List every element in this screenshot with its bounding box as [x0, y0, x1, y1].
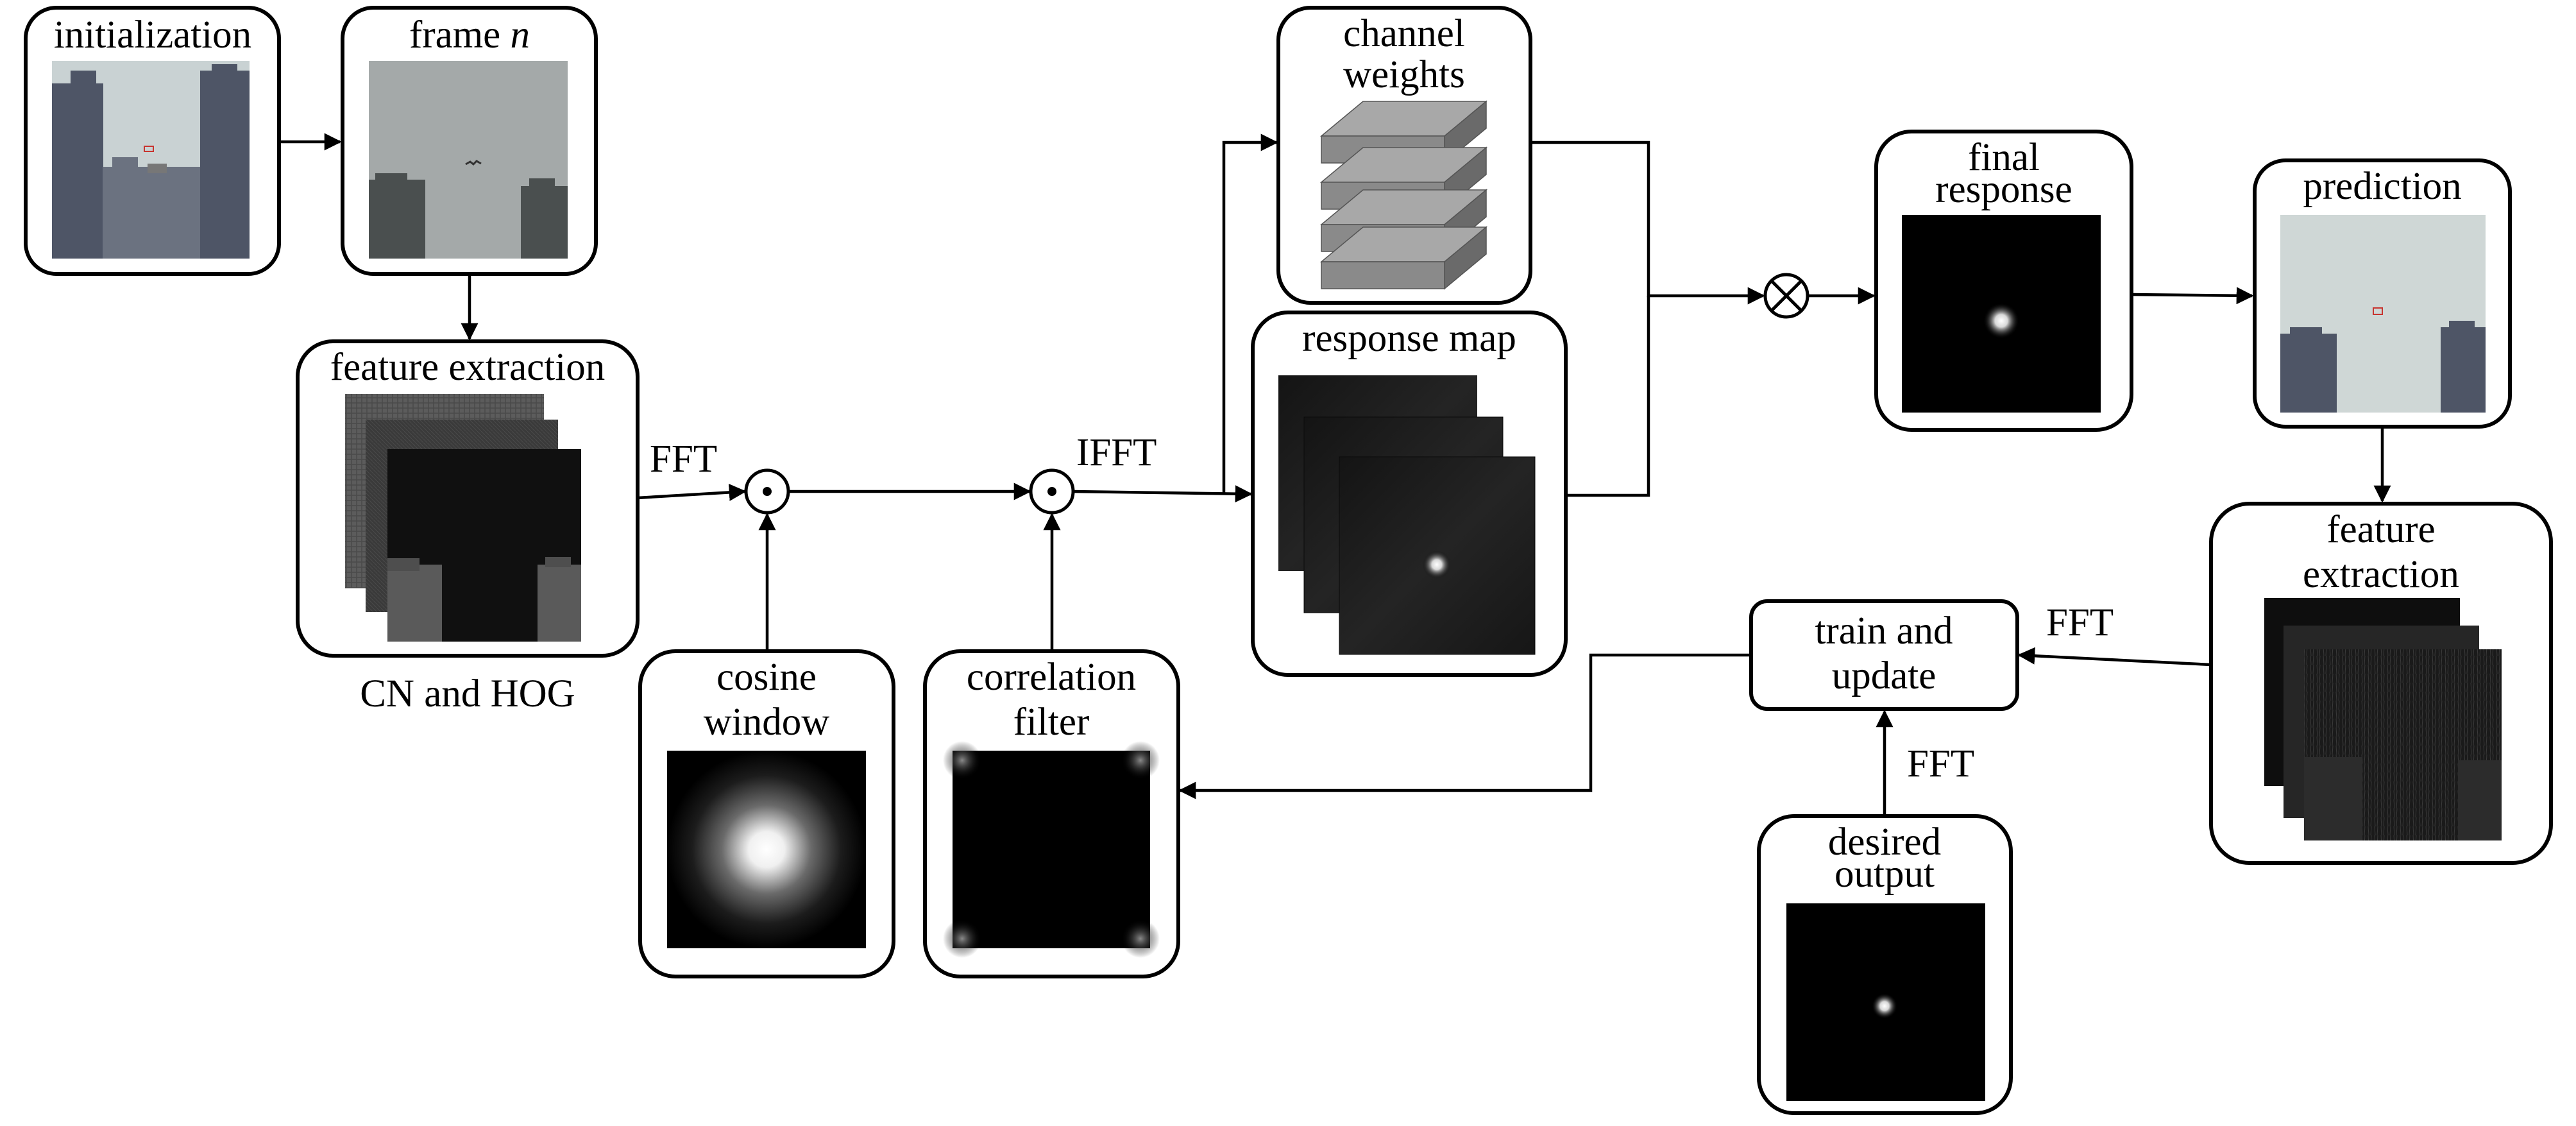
response-map-node: response map — [1251, 311, 1568, 677]
initialization-label: initialization — [54, 13, 251, 56]
prediction-image — [2280, 215, 2486, 413]
correlation-filter-image — [943, 741, 1160, 958]
feature-extraction-right-label-line1: feature — [2326, 508, 2435, 551]
frame-n-label: frame n — [409, 13, 530, 56]
feature-extraction-left-label: feature extraction — [330, 346, 605, 389]
ifft-label: IFFT — [1076, 431, 1157, 474]
frame-n-node: frame n — [341, 6, 598, 276]
feature-extraction-right-label-line2: extraction — [2303, 553, 2459, 596]
desired-output-node: desired output — [1757, 814, 2013, 1115]
elementwise-product-operator-1 — [744, 468, 790, 515]
cosine-window-label-line2: window — [704, 701, 830, 744]
fft-label-features: FFT — [650, 438, 717, 481]
train-update-label-line1: train and — [1815, 610, 1953, 653]
initialization-node: initialization — [24, 6, 281, 276]
weighted-fusion-operator — [1763, 273, 1809, 319]
features-caption: CN and HOG — [360, 672, 575, 715]
response-maps-stack — [1278, 375, 1536, 655]
cosine-window-label-line1: cosine — [716, 656, 817, 699]
desired-output-label-line1: desired — [1828, 821, 1941, 864]
train-and-update-node: train and update — [1749, 599, 2019, 711]
channel-weights-label-line2: weights — [1343, 53, 1465, 96]
desired-output-image — [1786, 903, 1985, 1101]
connectors — [279, 133, 2391, 816]
channel-weights-slabs — [1319, 100, 1488, 290]
cosine-window-image — [667, 751, 866, 948]
frame-n-image — [369, 61, 568, 259]
cosine-window-node: cosine window — [638, 649, 895, 978]
final-response-node: final response — [1874, 130, 2133, 432]
fft-label-desired: FFT — [1907, 742, 1974, 785]
channel-weights-node: channel weights — [1276, 6, 1532, 305]
elementwise-product-operator-2 — [1029, 468, 1075, 515]
final-response-label-line1: final — [1968, 136, 2040, 179]
prediction-node: prediction — [2253, 158, 2512, 429]
feature-extraction-right-node: feature extraction — [2209, 502, 2553, 865]
feature-extraction-left-node: feature extraction — [296, 339, 640, 658]
initialization-image — [52, 61, 250, 259]
channel-weights-label-line1: channel — [1343, 12, 1465, 55]
final-response-label-line2: response — [1935, 168, 2072, 211]
desired-output-label-line2: output — [1835, 853, 1935, 896]
feature-maps-left-stack — [345, 394, 581, 642]
final-response-image — [1902, 215, 2101, 413]
correlation-filter-label-line1: correlation — [967, 656, 1136, 699]
feature-maps-right-stack — [2264, 598, 2502, 840]
response-map-label: response map — [1302, 317, 1516, 360]
fft-label-train: FFT — [2046, 601, 2114, 644]
prediction-label: prediction — [2303, 165, 2461, 208]
correlation-filter-label-line2: filter — [1013, 701, 1090, 744]
correlation-filter-node: correlation filter — [923, 649, 1180, 978]
train-update-label-line2: update — [1832, 654, 1936, 697]
